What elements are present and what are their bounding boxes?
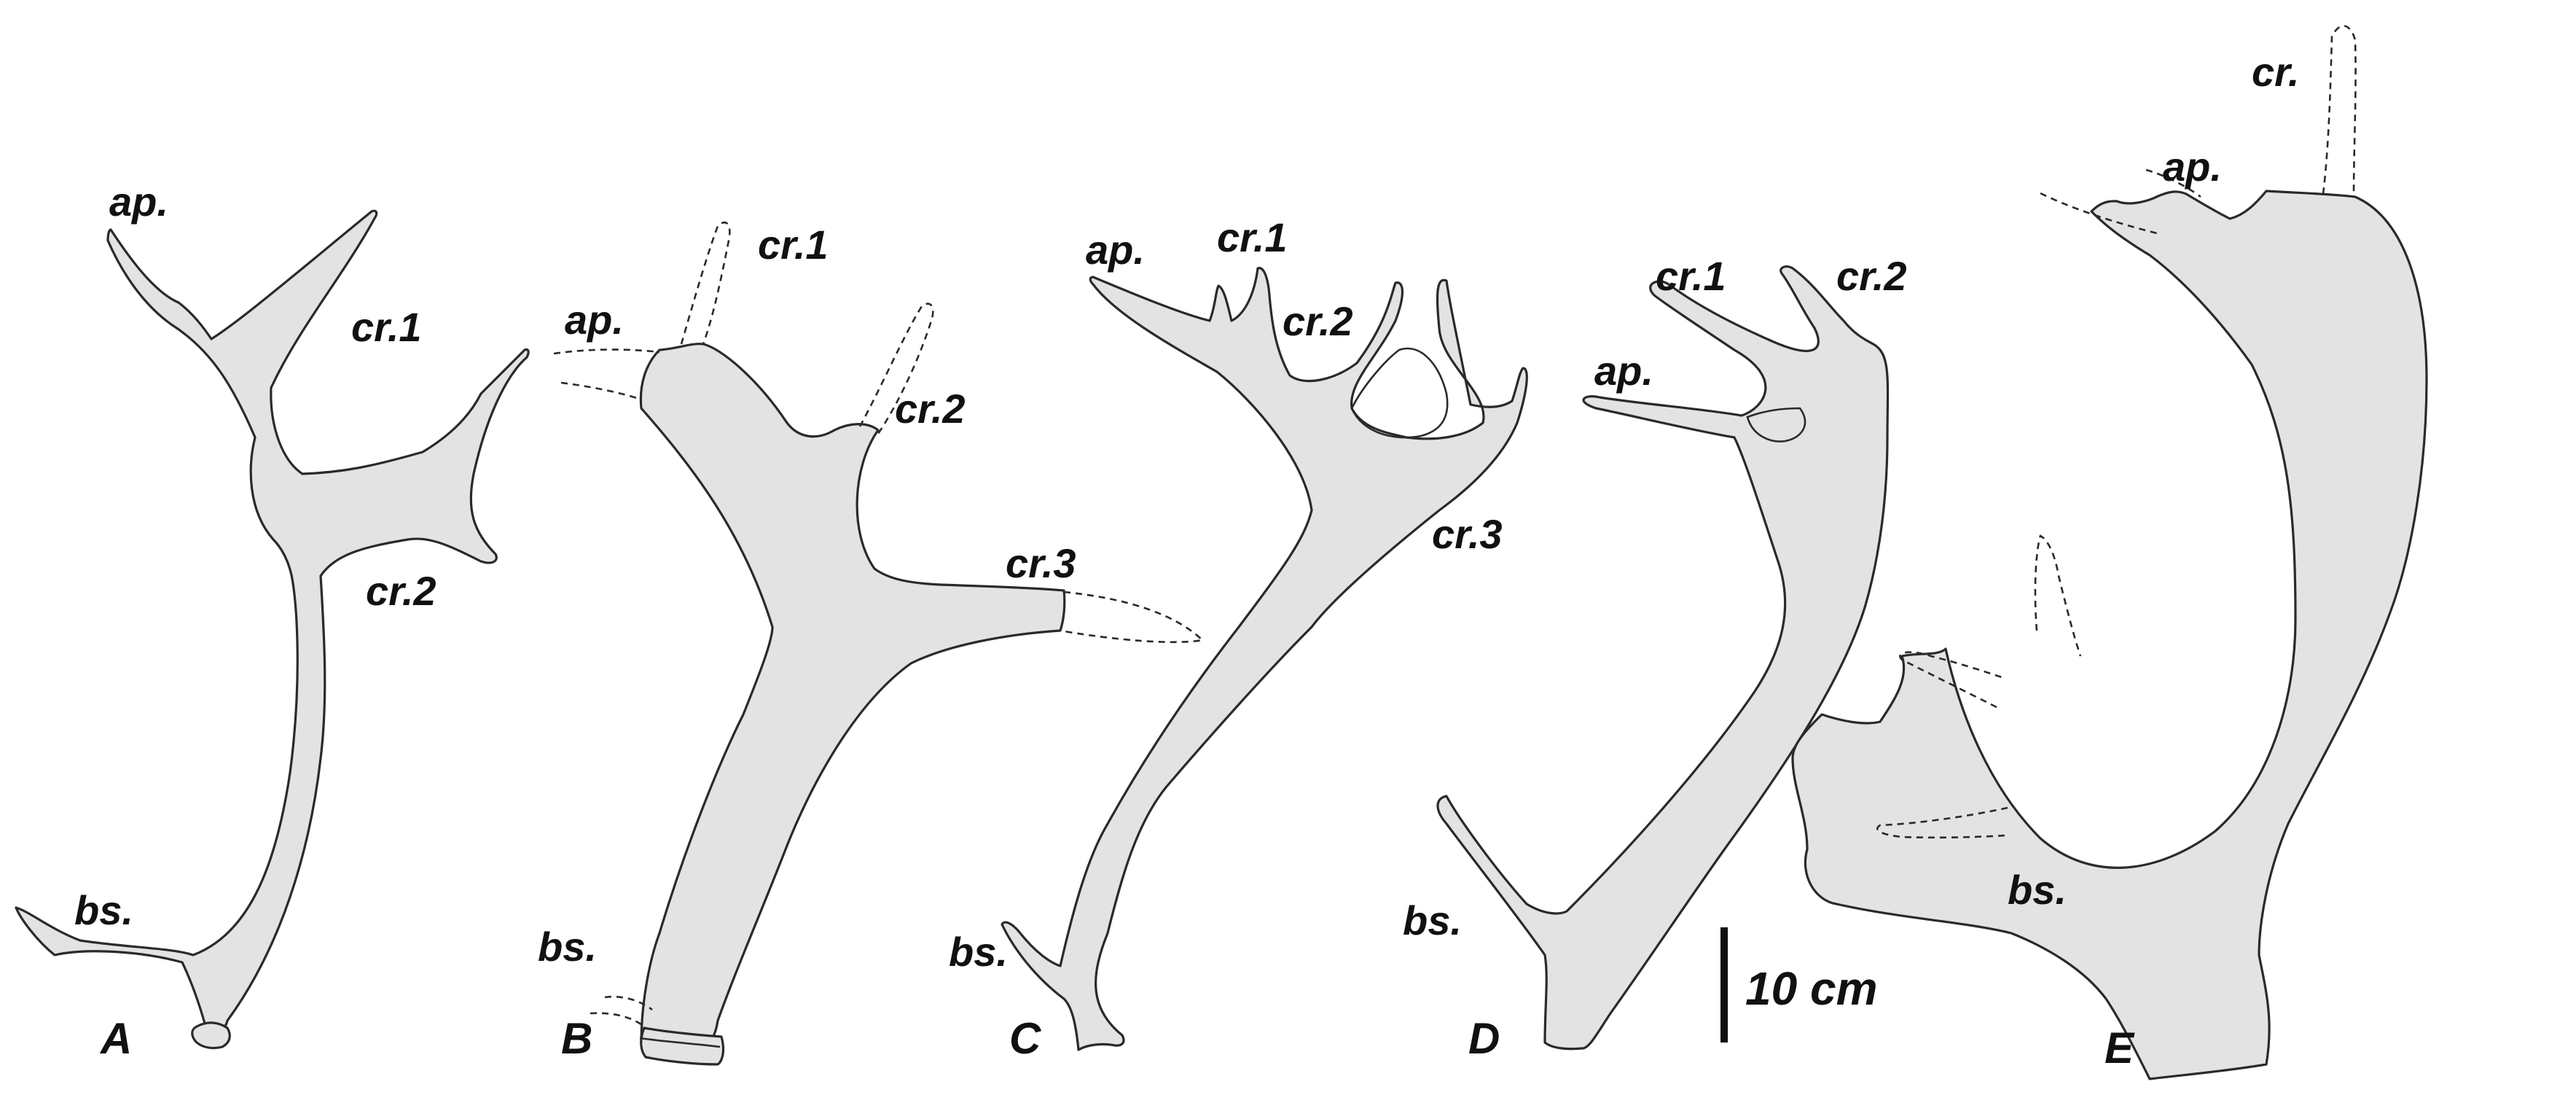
panel-e: cr. ap. bs. E bbox=[1791, 25, 2428, 1080]
label-b-cr3: cr.3 bbox=[1006, 540, 1076, 586]
antler-e-outline bbox=[1791, 190, 2428, 1080]
panel-letter-a: A bbox=[99, 1014, 132, 1063]
panel-b: cr.1 ap. cr.2 cr.3 bs. B bbox=[538, 222, 1205, 1066]
label-d-cr2: cr.2 bbox=[1836, 253, 1907, 299]
label-a-bs: bs. bbox=[74, 887, 133, 933]
label-b-cr1: cr.1 bbox=[758, 222, 829, 268]
antler-c-hole bbox=[1350, 347, 1449, 439]
panel-d: cr.1 cr.2 ap. bs. D bbox=[1403, 253, 1907, 1063]
label-d-ap: ap. bbox=[1594, 348, 1653, 394]
broken-e-tine2 bbox=[1899, 651, 2005, 709]
label-c-ap: ap. bbox=[1086, 227, 1145, 273]
scale-bar-label: 10 cm bbox=[1745, 962, 1877, 1015]
antler-b-base-line bbox=[639, 1037, 721, 1048]
antler-a-outline bbox=[15, 209, 530, 1038]
label-c-bs: bs. bbox=[949, 929, 1008, 975]
label-a-cr2: cr.2 bbox=[366, 568, 436, 614]
label-e-bs: bs. bbox=[2008, 867, 2067, 913]
antler-a-burr bbox=[191, 1021, 231, 1050]
panel-letter-b: B bbox=[561, 1014, 592, 1063]
antler-d-hole bbox=[1746, 407, 1806, 443]
broken-b-bs bbox=[590, 995, 653, 1029]
label-c-cr1: cr.1 bbox=[1217, 214, 1288, 260]
label-e-ap: ap. bbox=[2163, 144, 2222, 190]
label-c-cr2: cr.2 bbox=[1283, 298, 1353, 344]
broken-e-cr bbox=[2322, 25, 2357, 196]
broken-b-cr3 bbox=[1060, 591, 1205, 644]
label-d-cr1: cr.1 bbox=[1656, 253, 1726, 299]
broken-b-cr1 bbox=[680, 222, 731, 345]
broken-b-cr2 bbox=[858, 303, 934, 435]
panel-c: ap. cr.1 cr.2 cr.3 bs. C bbox=[949, 214, 1528, 1063]
antler-b-outline bbox=[639, 343, 1066, 1052]
panel-letter-c: C bbox=[1009, 1014, 1042, 1063]
broken-e-ap bbox=[2040, 168, 2201, 235]
broken-b-ap bbox=[553, 348, 660, 401]
antler-d-outline bbox=[1436, 265, 1890, 1051]
label-a-ap: ap. bbox=[109, 179, 168, 225]
label-e-cr: cr. bbox=[2252, 49, 2299, 95]
label-a-cr1: cr.1 bbox=[351, 304, 422, 350]
panel-letter-e: E bbox=[2105, 1024, 2135, 1072]
label-b-bs: bs. bbox=[538, 924, 597, 970]
antler-c-outline bbox=[1001, 267, 1528, 1051]
broken-e-tine1 bbox=[2034, 534, 2082, 657]
panel-letter-d: D bbox=[1468, 1014, 1500, 1063]
antler-b-base bbox=[640, 1026, 725, 1066]
scale-bar: 10 cm bbox=[1720, 927, 1877, 1043]
label-b-ap: ap. bbox=[565, 297, 624, 343]
label-d-bs: bs. bbox=[1403, 897, 1462, 943]
label-c-cr3: cr.3 bbox=[1432, 511, 1503, 557]
label-b-cr2: cr.2 bbox=[895, 386, 966, 432]
panel-a: ap. cr.1 cr.2 bs. A bbox=[15, 179, 530, 1063]
